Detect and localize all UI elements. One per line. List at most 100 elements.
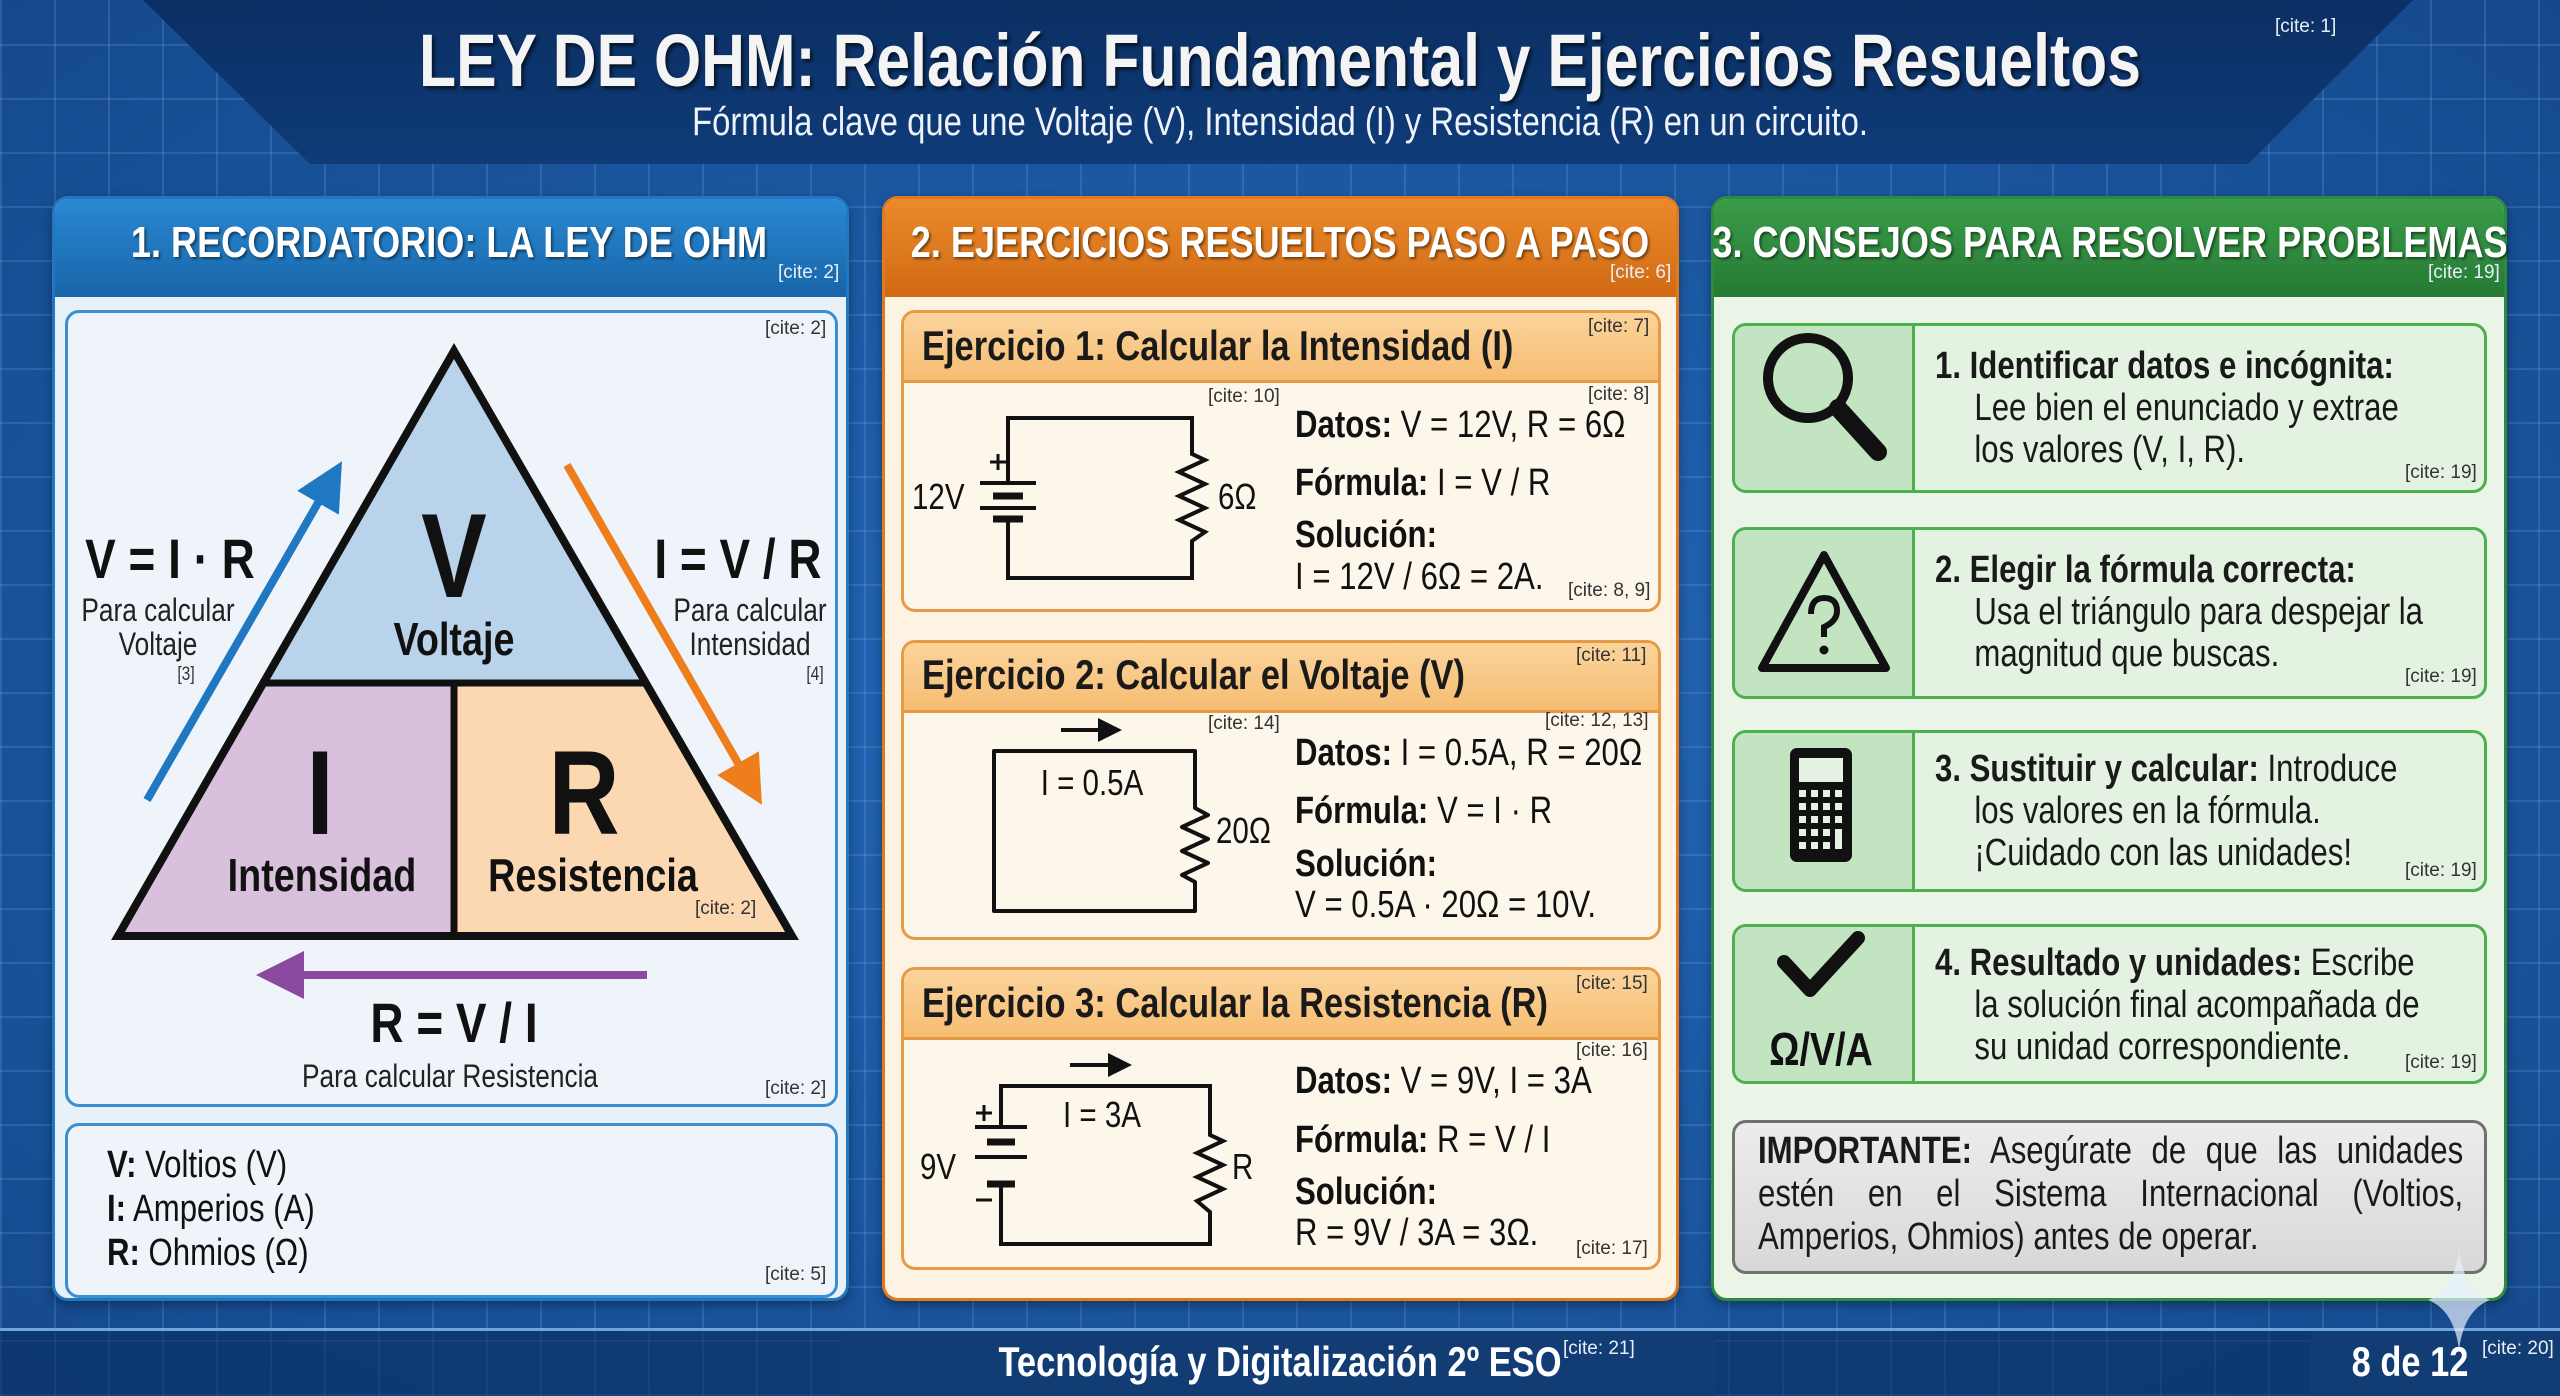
arrow-down-orange bbox=[563, 463, 762, 805]
warning-question-icon bbox=[1758, 551, 1890, 672]
circuit-3-resistor-label: R bbox=[1232, 1146, 1254, 1187]
formula-voltage: V = I · R bbox=[85, 527, 255, 590]
formula-label: Fórmula: bbox=[1295, 790, 1429, 832]
legend-text: Voltios (V) bbox=[136, 1144, 288, 1186]
tip-1 bbox=[1732, 323, 2487, 493]
exercise-1-formula: Fórmula: I = V / R bbox=[1295, 462, 1550, 505]
exercise-2-datos: Datos: I = 0.5A, R = 20Ω bbox=[1295, 732, 1642, 775]
exercise-2-card bbox=[901, 640, 1661, 940]
datos-label: Datos: bbox=[1295, 1060, 1392, 1102]
formula-voltage-ref: [3] bbox=[177, 664, 195, 685]
tip-title: 2. Elegir la fórmula correcta: bbox=[1935, 549, 2356, 591]
solucion-label: Solución: bbox=[1295, 1171, 1437, 1213]
exercise-3-formula: Fórmula: R = V / I bbox=[1295, 1119, 1550, 1162]
legend-cite: [cite: 5] bbox=[765, 1264, 827, 1285]
exercise-3-title-cite: [cite: 15] bbox=[1576, 973, 1648, 994]
formula-current-ref: [4] bbox=[806, 664, 824, 685]
footer-course: Tecnología y Digitalización 2º ESO bbox=[998, 1338, 1562, 1385]
formula-current-caption: Para calcular bbox=[673, 592, 827, 628]
circuit-3-current-label: I = 3A bbox=[1063, 1094, 1141, 1135]
tip-4 bbox=[1732, 924, 2487, 1084]
exercise-1-solucion: I = 12V / 6Ω = 2A. bbox=[1295, 556, 1544, 598]
legend-item-v: V: Voltios (V) bbox=[107, 1144, 287, 1187]
triangle-i-label: Intensidad bbox=[227, 849, 417, 901]
formula-value: R = V / I bbox=[1428, 1119, 1551, 1161]
exercise-1-solucion-label: Solución: bbox=[1295, 514, 1437, 557]
exercise-3-solucion-label: Solución: bbox=[1295, 1171, 1437, 1214]
datos-label: Datos: bbox=[1295, 732, 1392, 774]
exercise-2-circuit-cite: [cite: 14] bbox=[1208, 713, 1280, 734]
panel-title: 3. CONSEJOS PARA RESOLVER PROBLEMAS bbox=[1712, 218, 2508, 267]
tip-body: Escribe la solución final acompañada de … bbox=[1974, 942, 2420, 1068]
exercise-2-title-cite: [cite: 11] bbox=[1576, 645, 1647, 666]
footer-course-box bbox=[841, 1331, 1715, 1396]
triangle-cite: [cite: 2] bbox=[765, 318, 827, 339]
tip-1-text: 1. Identificar datos e incógnita: Lee bi… bbox=[1935, 345, 2476, 471]
triangle-inner-cite: [cite: 2] bbox=[695, 898, 757, 919]
legend-text: Ohmios (Ω) bbox=[139, 1232, 309, 1274]
circuit-3-diagram bbox=[975, 1053, 1228, 1246]
footer-course-cite: [cite: 21] bbox=[1563, 1338, 1635, 1359]
panel-cite: [cite: 6] bbox=[1610, 262, 1672, 283]
panel-header bbox=[55, 199, 846, 297]
legend-symbol: V: bbox=[107, 1144, 137, 1186]
exercise-2-title: Ejercicio 2: Calcular el Voltaje (V) bbox=[922, 651, 1465, 698]
triangle-v-label: Voltaje bbox=[393, 613, 515, 665]
exercise-3-solucion-cite: [cite: 17] bbox=[1576, 1238, 1648, 1259]
triangle-current-section bbox=[118, 683, 454, 936]
exercise-1-circuit-cite: [cite: 10] bbox=[1208, 386, 1280, 407]
footer-page-box bbox=[2311, 1331, 2560, 1396]
units-icon-text: Ω/V/A bbox=[1769, 1023, 1873, 1075]
formula-current-caption: Intensidad bbox=[689, 626, 811, 662]
formula-voltage-caption: Para calcular bbox=[81, 592, 235, 628]
exercise-3-datos-cite: [cite: 16] bbox=[1576, 1040, 1648, 1061]
calculator-icon bbox=[1790, 748, 1852, 862]
panel-header bbox=[885, 199, 1676, 297]
formula-current: I = V / R bbox=[654, 527, 822, 590]
triangle-r-letter: R bbox=[548, 726, 620, 860]
legend-text: Amperios (A) bbox=[126, 1188, 315, 1230]
formula-value: I = V / R bbox=[1428, 462, 1551, 504]
tip-body: Lee bien el enunciado y extrae los valor… bbox=[1974, 387, 2399, 471]
tip-title: 4. Resultado y unidades: bbox=[1935, 942, 2303, 984]
exercise-1-title: Ejercicio 1: Calcular la Intensidad (I) bbox=[922, 322, 1514, 369]
triangle-resistance-section bbox=[454, 683, 792, 936]
important-label: IMPORTANTE: bbox=[1758, 1130, 1973, 1172]
exercise-1-card bbox=[901, 310, 1661, 612]
exercise-2-solucion: V = 0.5A · 20Ω = 10V. bbox=[1295, 884, 1597, 926]
circuit-1-diagram bbox=[980, 416, 1210, 580]
panel-title: 2. EJERCICIOS RESUELTOS PASO A PASO bbox=[910, 218, 1650, 267]
important-body: Asegúrate de que las unidades estén en e… bbox=[1758, 1130, 2464, 1258]
legend-symbol: R: bbox=[107, 1232, 140, 1274]
triangle-v-letter: V bbox=[421, 489, 487, 623]
formula-label: Fórmula: bbox=[1295, 462, 1429, 504]
formula-label: Fórmula: bbox=[1295, 1119, 1429, 1161]
legend-item-i: I: Amperios (A) bbox=[107, 1188, 315, 1231]
tip-body: Introduce los valores en la fórmula. ¡Cu… bbox=[1974, 748, 2398, 874]
header-banner bbox=[139, 0, 2417, 164]
panel-title: 1. RECORDATORIO: LA LEY DE OHM bbox=[130, 218, 768, 267]
datos-value: I = 0.5A, R = 20Ω bbox=[1391, 732, 1643, 774]
exercise-2-datos-cite: [cite: 12, 13] bbox=[1545, 710, 1649, 731]
panel-cite: [cite: 2] bbox=[778, 262, 840, 283]
formula-resistance: R = V / I bbox=[370, 991, 538, 1054]
exercise-1-datos: Datos: V = 12V, R = 6Ω bbox=[1295, 404, 1625, 447]
triangle-i-letter: I bbox=[306, 726, 334, 860]
units-legend-box bbox=[65, 1123, 838, 1298]
tip-4-text: 4. Resultado y unidades: Escribe la solu… bbox=[1935, 942, 2476, 1068]
triangle-r-label: Resistencia bbox=[488, 849, 698, 901]
exercise-3-datos: Datos: V = 9V, I = 3A bbox=[1295, 1060, 1592, 1103]
circuit-2-resistor-label: 20Ω bbox=[1216, 810, 1271, 851]
page-subtitle: Fórmula clave que une Voltaje (V), Inten… bbox=[692, 100, 1868, 144]
datos-value: V = 9V, I = 3A bbox=[1391, 1060, 1592, 1102]
circuit-1-resistor-label: 6Ω bbox=[1218, 476, 1257, 517]
datos-label: Datos: bbox=[1295, 404, 1392, 446]
datos-value: V = 12V, R = 6Ω bbox=[1391, 404, 1626, 446]
tip-2-text: 2. Elegir la fórmula correcta: Usa el tr… bbox=[1935, 549, 2476, 675]
magnifier-icon bbox=[1763, 333, 1887, 461]
sparkle-icon bbox=[2428, 1250, 2490, 1350]
page-title: LEY DE OHM: Relación Fundamental y Ejerc… bbox=[419, 19, 2141, 102]
tip-2-cite: [cite: 19] bbox=[2405, 666, 2477, 687]
